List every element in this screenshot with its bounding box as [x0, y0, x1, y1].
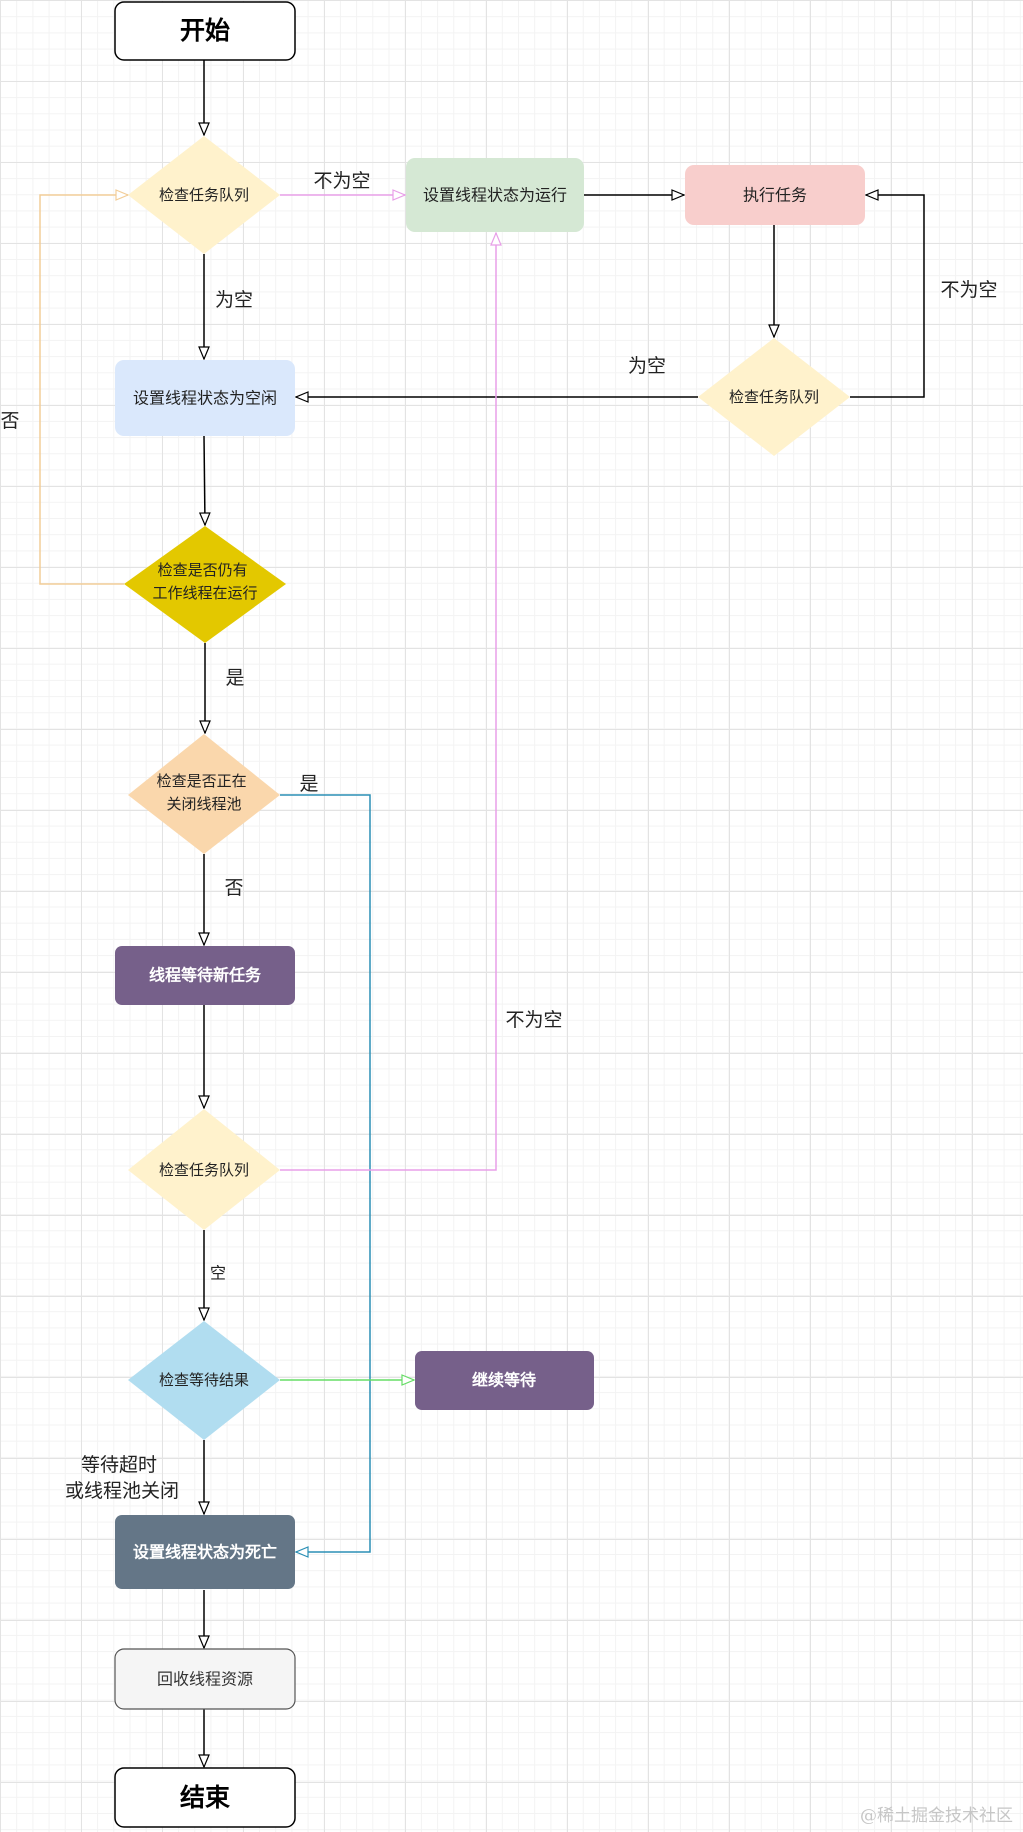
check-wait-result-label: 检查等待结果	[159, 1371, 249, 1389]
check-shutdown-label-line-2: 关闭线程池	[166, 795, 241, 813]
label-no-2: 否	[224, 877, 243, 899]
edge-check-queue-3-to-set-running	[280, 233, 496, 1171]
edge-check-workers-loop-to-check-queue-1	[39, 195, 128, 585]
set-running-node	[406, 158, 584, 232]
recycle-label: 回收线程资源	[157, 1670, 253, 1689]
wait-new-task-node	[115, 946, 295, 1005]
edge-check-shutdown-to-set-dead	[280, 794, 371, 1552]
check-workers-label-line-2: 工作线程在运行	[152, 584, 257, 602]
wait-new-task-label: 线程等待新任务	[149, 966, 262, 985]
check-queue-3-label: 检查任务队列	[159, 1161, 249, 1179]
label-empty-3: 空	[210, 1264, 226, 1283]
check-workers-node	[124, 526, 286, 643]
continue-wait-node	[415, 1351, 594, 1410]
check-shutdown-label-line-1: 检查是否正在	[157, 772, 247, 790]
set-running-label: 设置线程状态为运行	[423, 186, 567, 205]
check-wait-result-node	[128, 1321, 280, 1440]
watermark: @稀土掘金技术社区	[860, 1806, 1013, 1826]
label-empty-2: 为空	[628, 355, 666, 377]
label-not-empty-2: 不为空	[940, 279, 997, 301]
end-node	[114, 1767, 296, 1828]
check-shutdown-label: 检查是否正在 关闭线程池	[157, 772, 252, 813]
execute-task-label: 执行任务	[743, 186, 807, 205]
set-dead-label: 设置线程状态为死亡	[133, 1543, 277, 1562]
label-yes-2: 是	[299, 773, 318, 795]
edge-check-queue-2-loop-to-execute-task	[850, 195, 925, 398]
label-not-empty-3: 不为空	[505, 1009, 562, 1031]
label-timeout-line-2: 或线程池关闭	[65, 1480, 179, 1502]
end-label: 结束	[180, 1784, 231, 1812]
recycle-node	[114, 1648, 296, 1710]
label-yes-1: 是	[225, 667, 244, 689]
check-workers-label: 检查是否仍有 工作线程在运行	[152, 561, 257, 602]
continue-wait-label: 继续等待	[472, 1371, 536, 1390]
check-queue-3-node	[128, 1109, 280, 1230]
label-no-loop: 否	[0, 410, 19, 432]
label-not-empty-1: 不为空	[313, 170, 370, 192]
execute-task-node	[685, 165, 865, 225]
set-dead-node	[115, 1515, 295, 1589]
check-workers-label-line-1: 检查是否仍有	[158, 561, 248, 579]
check-queue-1-label: 检查任务队列	[159, 186, 249, 204]
edge-set-idle-to-check-workers	[204, 435, 205, 525]
check-queue-1-node	[128, 136, 280, 254]
set-idle-node	[115, 360, 295, 436]
start-node	[114, 1, 296, 61]
label-timeout: 等待超时 或线程池关闭	[65, 1454, 179, 1502]
label-empty-1: 为空	[215, 289, 253, 311]
set-idle-label: 设置线程状态为空闲	[133, 389, 277, 408]
check-shutdown-node	[128, 734, 280, 854]
label-timeout-line-1: 等待超时	[81, 1454, 157, 1476]
check-queue-2-node	[698, 338, 850, 456]
check-queue-2-label: 检查任务队列	[729, 388, 819, 406]
start-label: 开始	[180, 17, 230, 45]
